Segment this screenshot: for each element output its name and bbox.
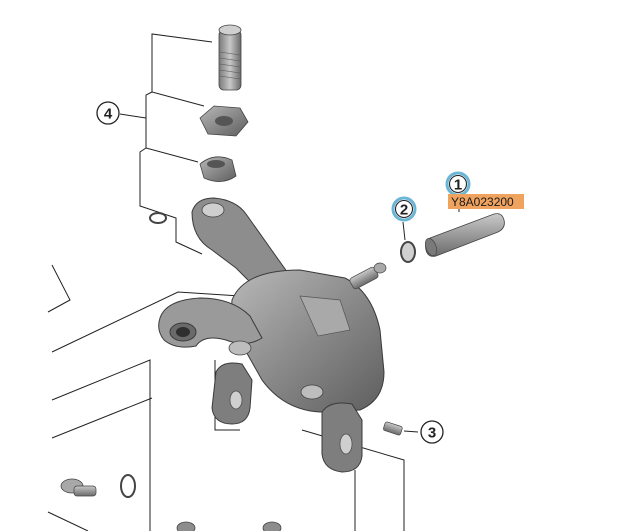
lower-bolt	[60, 478, 97, 497]
callout-1[interactable]: 1	[445, 171, 471, 197]
mounting-bolt	[218, 24, 242, 91]
mounting-nut	[199, 105, 249, 137]
part-code-label[interactable]: Y8A023200	[448, 194, 524, 209]
small-washer	[149, 212, 167, 224]
adjusting-screw	[383, 421, 419, 436]
callout-2-leader	[402, 221, 406, 241]
callout-2-number: 2	[400, 202, 408, 219]
lower-nut-right	[262, 521, 282, 531]
part-code-text: Y8A023200	[451, 195, 514, 209]
callout-4-number: 4	[104, 106, 113, 123]
callout-2[interactable]: 2	[391, 196, 417, 222]
pivot-sleeve	[425, 213, 505, 257]
callout-4[interactable]: 4	[96, 101, 120, 125]
spherical-washer	[199, 156, 237, 182]
callout-1-number: 1	[454, 177, 462, 194]
lower-washer	[120, 474, 136, 498]
pivot-washer	[400, 241, 416, 263]
callout-3-number: 3	[428, 425, 436, 442]
lower-nut-left	[176, 521, 196, 531]
callout-3[interactable]: 3	[420, 420, 444, 444]
brake-caliper-body	[158, 197, 387, 473]
